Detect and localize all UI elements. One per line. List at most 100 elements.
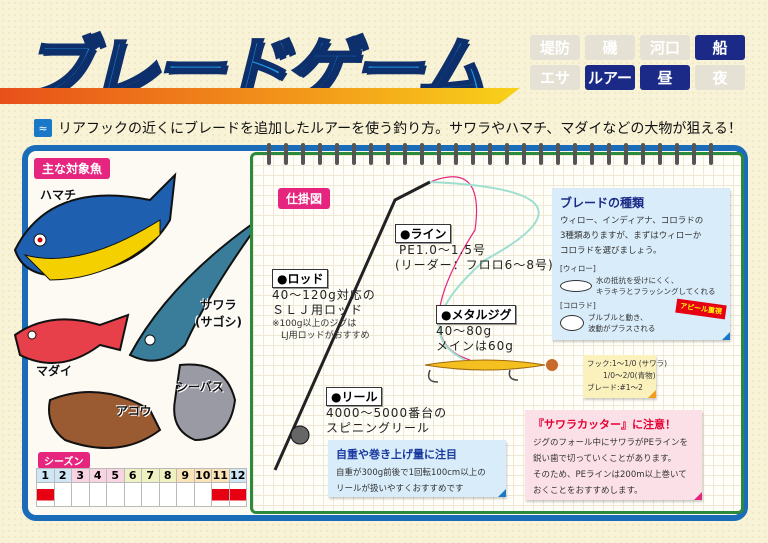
season-cell <box>228 482 247 507</box>
season-cell <box>176 482 195 507</box>
spiral-ring <box>607 143 611 165</box>
reel-spec-line: 4000〜5000番台の <box>326 406 448 420</box>
line-spec: ●ライン PE1.0〜1.5号 (リーダー：フロロ6〜8号) <box>395 223 554 273</box>
card-text: リールが扱いやすくおすすめです <box>336 484 464 494</box>
tag-day: 昼 <box>640 65 690 90</box>
hook-size: 1/0〜2/0(青物) <box>603 371 656 380</box>
spiral-ring <box>692 143 696 165</box>
leader <box>429 181 540 361</box>
month-cell: 2 <box>53 468 72 483</box>
spiral-ring <box>658 143 662 165</box>
card-title: ブレードの種類 <box>560 196 645 210</box>
spiral-ring <box>573 143 577 165</box>
hook-size: フック:1〜1/0 (サワラ) <box>587 359 668 368</box>
season-label: シーズン <box>38 452 90 469</box>
tag-lure: ルアー <box>585 65 635 90</box>
jig-spec-line: メインは60g <box>436 339 514 353</box>
willow-blade-icon <box>560 280 592 292</box>
hamachi-illustration <box>13 172 177 281</box>
season-cell <box>36 482 55 507</box>
category-tags: 堤防 磯 河口 船 エサ ルアー 昼 夜 <box>530 35 745 90</box>
spiral-ring <box>318 143 322 165</box>
tag-night: 夜 <box>695 65 745 90</box>
akou-illustration <box>48 391 162 449</box>
rod-spec-line: ＳＬＪ用ロッド <box>272 303 364 317</box>
willow-desc: キラキラとフラッシングしてくれる <box>596 287 716 296</box>
card-text: ウィロー、インディアナ、コロラドの <box>560 216 704 226</box>
season-cell <box>106 482 125 507</box>
spiral-ring <box>471 143 475 165</box>
line-label: ●ライン <box>395 224 452 243</box>
month-cell: 4 <box>88 468 107 483</box>
spiral-ring <box>454 143 458 165</box>
hook-card: フック:1〜1/0 (サワラ) 1/0〜2/0(青物) ブレード:#1〜2 <box>583 355 668 398</box>
spiral-ring <box>386 143 390 165</box>
tag-pier: 堤防 <box>530 35 580 60</box>
line-spec-line: PE1.0〜1.5号 <box>399 243 486 257</box>
fish-illustrations <box>13 172 250 449</box>
season-cell <box>53 482 72 507</box>
fold <box>498 489 506 497</box>
month-cell: 5 <box>106 468 125 483</box>
spiral-ring <box>437 143 441 165</box>
month-cell: 9 <box>176 468 195 483</box>
spiral-ring <box>505 143 509 165</box>
card-text: 鋭い歯で切っていくことがあります。 <box>533 454 677 464</box>
season-cell <box>193 482 212 507</box>
month-cell: 3 <box>71 468 90 483</box>
month-cell: 1 <box>36 468 55 483</box>
card-text: ジグのフォール中にサワラがPEラインを <box>533 438 688 448</box>
fold <box>694 492 702 500</box>
fish-name-akou: アコウ <box>116 404 152 418</box>
season-cell <box>158 482 177 507</box>
rig-diagram <box>273 176 558 471</box>
diagram-label: 仕掛図 <box>278 188 331 209</box>
reel-spec: ●リール 4000〜5000番台の スピニングリール <box>326 386 447 436</box>
colorado-desc: ブルブルと動き、 <box>588 313 648 322</box>
card-text: コロラドを選びましょう。 <box>560 246 662 256</box>
rod <box>273 180 431 471</box>
fish-name-seabass: シーバス <box>176 380 224 394</box>
seabass-illustration <box>173 363 237 442</box>
spiral-ring <box>403 143 407 165</box>
reel <box>290 425 310 445</box>
month-cell: 8 <box>158 468 177 483</box>
card-text: そのため、PEラインは200m以上巻いて <box>533 470 687 480</box>
reel-label: ●リール <box>326 387 383 406</box>
fishing-icon: ≈ <box>34 119 52 137</box>
jig-spec: ●メタルジグ 40〜80g メインは60g <box>436 304 517 354</box>
season-cell <box>71 482 90 507</box>
fish-name-sawara: サワラ (サゴシ) <box>195 298 242 329</box>
month-cell: 10 <box>193 468 212 483</box>
month-cell: 11 <box>211 468 230 483</box>
willow-label: [ウィロー] <box>560 264 596 273</box>
card-text: おくことをおすすめします。 <box>533 486 643 496</box>
fish-name-hamachi: ハマチ <box>40 188 77 202</box>
rod-label: ●ロッド <box>272 269 329 288</box>
reel-spec-line: スピニングリール <box>326 421 431 435</box>
spiral-ring <box>675 143 679 165</box>
metal-jig <box>424 359 558 383</box>
month-cell: 7 <box>141 468 160 483</box>
tag-boat: 船 <box>695 35 745 60</box>
blade-size: ブレード:#1〜2 <box>587 383 643 392</box>
rod-note: ※100g以上のジグは <box>272 319 357 329</box>
spiral-ring <box>590 143 594 165</box>
description-text: リアフックの近くにブレードを追加したルアーを使う釣り方。サワラやハマチ、マダイな… <box>58 121 742 137</box>
title-stripe <box>0 88 520 104</box>
reel-tip-card: 自重や巻き上げ量に注目 自重が300g前後で1回転100cm以上の リールが扱い… <box>328 440 506 497</box>
fish-name-madai: マダイ <box>36 364 73 378</box>
spiral-ring <box>284 143 288 165</box>
colorado-label: [コロラド] <box>560 301 596 310</box>
line-spec-line: (リーダー：フロロ6〜8号) <box>395 258 554 272</box>
spiral-ring <box>352 143 356 165</box>
spiral-ring <box>522 143 526 165</box>
description: ≈ リアフックの近くにブレードを追加したルアーを使う釣り方。サワラやハマチ、マダ… <box>34 118 742 138</box>
spiral-ring <box>301 143 305 165</box>
spiral-ring <box>709 143 713 165</box>
spiral-ring <box>420 143 424 165</box>
month-cell: 6 <box>123 468 142 483</box>
colorado-desc: 波動がプラスされる <box>588 324 656 333</box>
targets-label: 主な対象魚 <box>34 158 111 179</box>
